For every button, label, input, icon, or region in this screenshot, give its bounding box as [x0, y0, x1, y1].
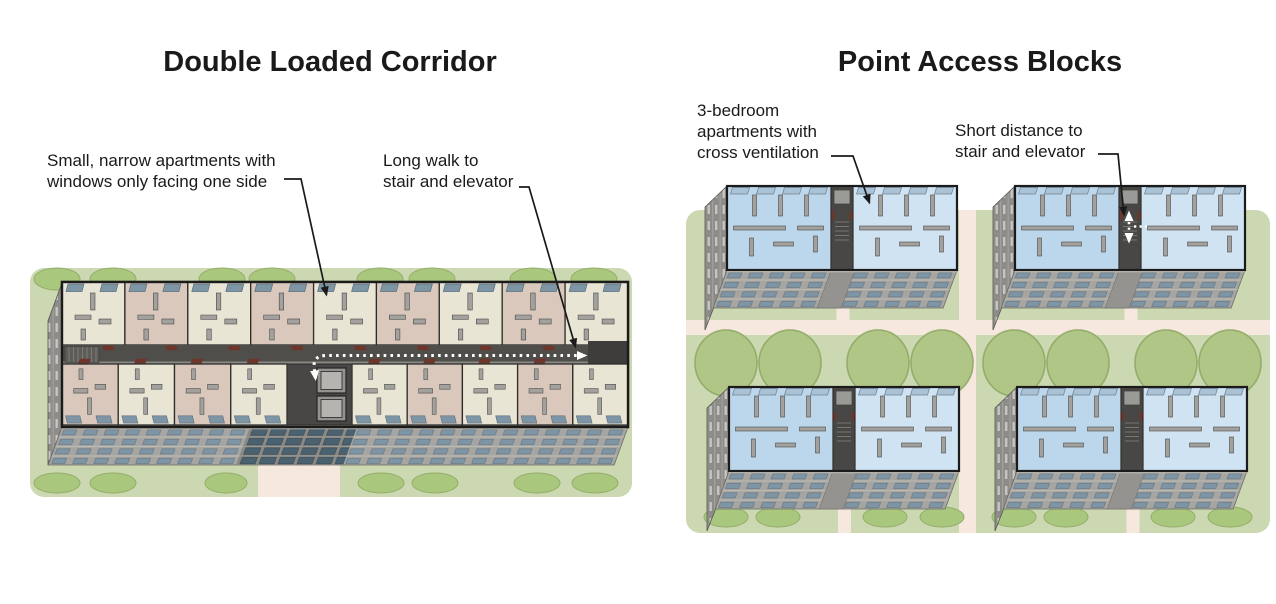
short-distance-route-arrows [1124, 210, 1147, 244]
annotation-long-walk: Long walk to stair and elevator [383, 151, 514, 191]
leader-lines [284, 153, 1128, 349]
tree-row-bottom [33, 472, 619, 494]
left-panel-title: Double Loaded Corridor [163, 46, 497, 78]
annotation-cross-ventilation: 3-bedroom apartments with cross ventilat… [697, 101, 819, 162]
leader-cross-ventilation [831, 155, 871, 205]
long-walk-route-arrow [310, 351, 588, 381]
leader-short-distance [1098, 153, 1128, 217]
right-panel-title: Point Access Blocks [837, 46, 1123, 78]
annotation-small-apartments: Small, narrow apartments with windows on… [47, 151, 276, 191]
point-access-block [995, 387, 1247, 531]
point-access-block [993, 186, 1245, 330]
stair-elevator-core [286, 363, 353, 426]
leader-small-apartments [284, 178, 329, 297]
annotation-short-distance: Short distance to stair and elevator [955, 121, 1086, 161]
leader-long-walk [519, 186, 578, 349]
point-access-block [705, 186, 957, 330]
corridor-end-core [588, 341, 628, 365]
double-loaded-corridor-scene [30, 267, 632, 497]
point-access-block [707, 387, 959, 531]
point-access-blocks-scene [686, 186, 1270, 533]
entry-path [258, 460, 340, 497]
apartment-row-top [61, 281, 629, 346]
building-facade [47, 426, 629, 466]
